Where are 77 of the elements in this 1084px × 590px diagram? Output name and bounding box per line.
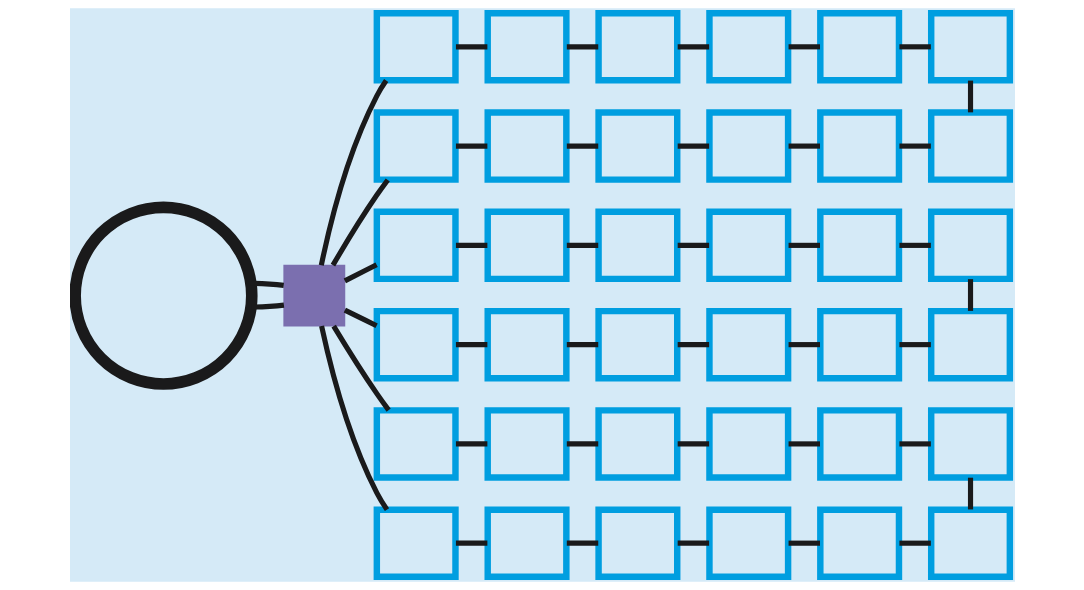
connector [318,79,388,266]
node-box [927,208,1013,283]
node-box [484,208,570,283]
connector [455,540,487,546]
node-box [927,407,1013,481]
node-box [927,109,1013,183]
connector [318,325,389,512]
node-box [705,506,791,580]
connector [677,143,709,149]
connector [788,342,820,348]
connector [788,44,820,50]
connector [455,242,487,248]
connector [566,143,598,149]
connector [343,262,378,284]
connector [566,540,598,546]
node-box [927,10,1013,84]
connector [967,80,973,113]
connector [677,441,709,447]
node-box [373,10,459,84]
node-box [816,10,902,84]
node-box [705,109,791,183]
connector [677,242,709,248]
node-box [373,407,459,481]
connector [455,441,487,447]
node-box [705,407,791,481]
node-box [816,109,902,183]
connector [677,44,709,50]
node-box [594,506,680,580]
node-box [373,208,459,283]
node-box [594,307,680,382]
node-box [816,506,902,580]
node-box [816,307,902,382]
node-box [927,506,1013,580]
node-box [816,208,902,283]
connector [566,242,598,248]
connector [330,178,390,267]
node-box [594,208,680,283]
node-box [594,407,680,481]
node-box [705,208,791,283]
node-box [705,307,791,382]
node-box [594,10,680,84]
connector [566,441,598,447]
connector [455,44,487,50]
connector [898,143,931,149]
node-box [373,307,459,382]
node-box [927,307,1013,382]
node-box [484,307,570,382]
node-box [484,506,570,580]
connector [967,477,973,510]
connector [788,143,820,149]
node-box [484,407,570,481]
node-box [594,109,680,183]
node-box [484,10,570,84]
connector [898,242,931,248]
connector [898,540,931,546]
connector [788,242,820,248]
connector [788,540,820,546]
connector [898,342,931,348]
connector [455,342,487,348]
connector [788,441,820,447]
connector [898,44,931,50]
node-box [816,407,902,481]
connector [677,342,709,348]
connector [566,44,598,50]
connector [343,307,378,329]
connector [566,342,598,348]
connector [455,143,487,149]
node-box [484,109,570,183]
node-box [705,10,791,84]
node-box [373,506,459,580]
connector [677,540,709,546]
node-circle [69,201,258,390]
node-box [282,264,345,327]
node-box [373,109,459,183]
connector [330,324,391,412]
connector [967,279,973,311]
connector [898,441,931,447]
